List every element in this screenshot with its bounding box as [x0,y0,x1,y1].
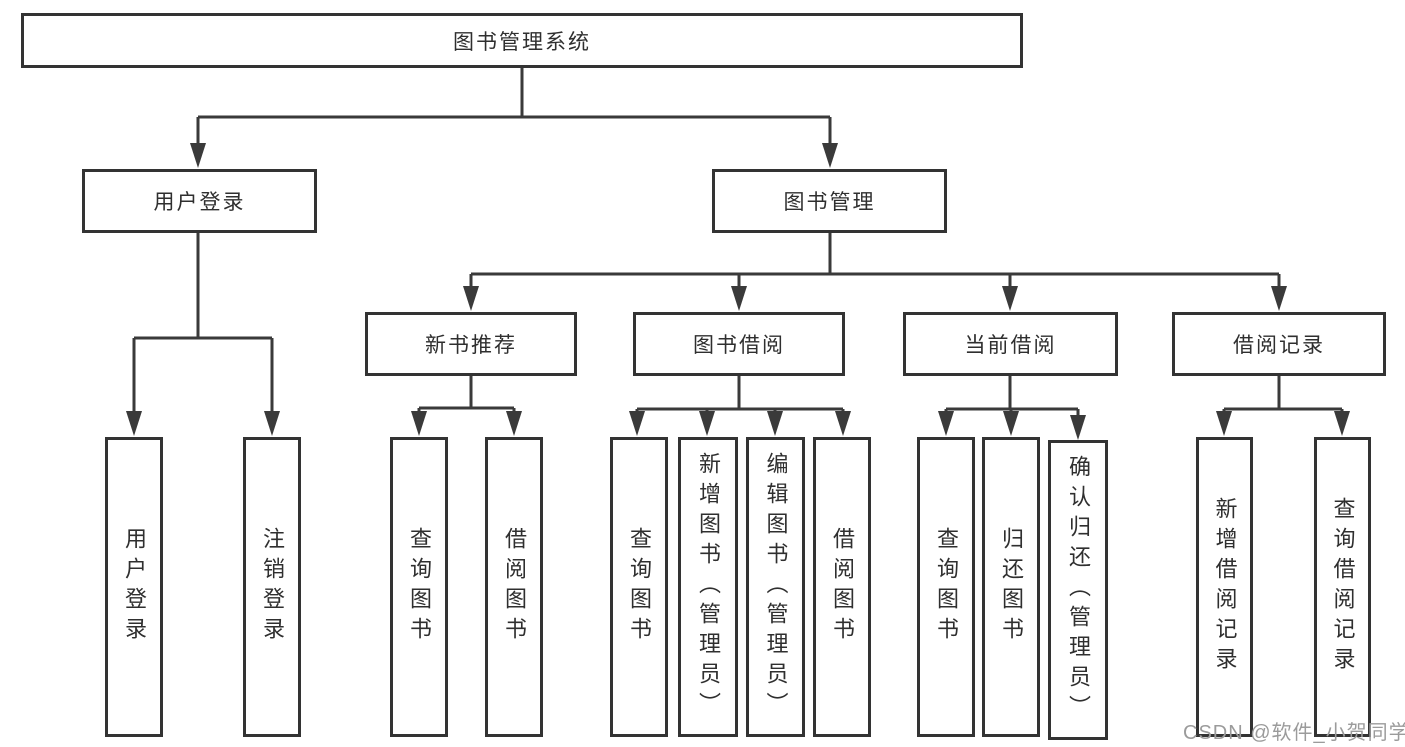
leaf-return-books: 归还图书 [982,437,1040,737]
leaf-label: 编辑图书（管理员） [763,452,789,722]
arrowhead-icon [463,286,479,311]
leaf-user-login: 用户登录 [105,437,163,737]
node-book-borrowing: 图书借阅 [633,312,845,376]
leaf-label: 查询图书 [934,527,959,647]
connector-bookborrow-to-leaves [637,374,843,411]
arrowhead-icon [767,411,783,436]
arrowhead-icon [1003,411,1019,436]
leaf-label: 借阅图书 [830,527,855,647]
leaf-label: 注销登录 [260,527,285,647]
leaf-label: 归还图书 [999,527,1024,647]
node-label: 用户登录 [153,191,246,214]
connector-root-to-level2 [198,66,830,119]
arrowhead-icon [411,411,427,436]
arrowhead-icon [835,411,851,436]
arrowhead-icon [938,411,954,436]
node-user-login: 用户登录 [82,169,317,233]
leaf-query-borrow-record: 查询借阅记录 [1314,437,1371,737]
node-book-management: 图书管理 [712,169,947,233]
node-label: 新书推荐 [425,334,517,357]
leaf-label: 查询图书 [627,527,652,647]
node-label: 借阅记录 [1233,334,1325,357]
arrowhead-icon [1070,415,1086,440]
arrowhead-icon [629,411,645,436]
node-current-borrowing: 当前借阅 [903,312,1118,376]
leaf-add-borrow-record: 新增借阅记录 [1196,437,1253,737]
csdn-watermark: CSDN @软件_小贺同学 [1183,722,1405,744]
arrowhead-icon [731,286,747,311]
connector-borrowrecord-to-leaves [1224,374,1342,411]
leaf-add-book-admin: 新增图书（管理员） [678,437,738,737]
leaf-label: 查询图书 [407,527,432,647]
leaf-query-books-current: 查询图书 [917,437,975,737]
arrowhead-icon [264,411,280,436]
leaf-label: 新增图书（管理员） [696,452,721,722]
leaf-logout-login: 注销登录 [243,437,301,737]
leaf-borrow-books-recommend: 借阅图书 [485,437,543,737]
node-book-management-system: 图书管理系统 [21,13,1023,68]
leaf-label: 确认归还（管理员） [1066,455,1091,725]
leaf-query-books-borrow: 查询图书 [610,437,668,737]
arrowhead-icon [1216,411,1232,436]
leaf-label: 用户登录 [122,527,147,647]
arrowhead-icon [699,411,715,436]
node-borrowing-records: 借阅记录 [1172,312,1386,376]
node-label: 图书管理 [783,191,876,214]
arrowhead-icon [126,411,142,436]
leaf-confirm-return-admin: 确认归还（管理员） [1048,440,1108,740]
leaf-label: 借阅图书 [502,527,527,647]
leaf-label: 新增借阅记录 [1212,497,1238,677]
node-label: 图书管理系统 [453,30,591,54]
node-new-book-recommendation: 新书推荐 [365,312,577,376]
leaf-label: 查询借阅记录 [1330,497,1356,677]
arrowhead-icon [1271,286,1287,311]
node-label: 当前借阅 [964,334,1057,357]
connector-currentborrow-to-leaves [946,374,1078,411]
connector-bookmgmt-to-level3 [471,231,1279,276]
arrowhead-icon [1002,286,1018,311]
arrowhead-icon [190,143,206,168]
arrowhead-icon [506,411,522,436]
arrowhead-icon [1334,411,1350,436]
connector-newbook-to-leaves [419,374,514,410]
connector-userlogin-to-leaves [134,231,272,340]
arrowhead-icon [822,143,838,168]
node-label: 图书借阅 [693,334,785,357]
leaf-query-books-recommend: 查询图书 [390,437,448,737]
leaf-edit-book-admin: 编辑图书（管理员） [746,437,805,737]
leaf-borrow-books: 借阅图书 [813,437,871,737]
